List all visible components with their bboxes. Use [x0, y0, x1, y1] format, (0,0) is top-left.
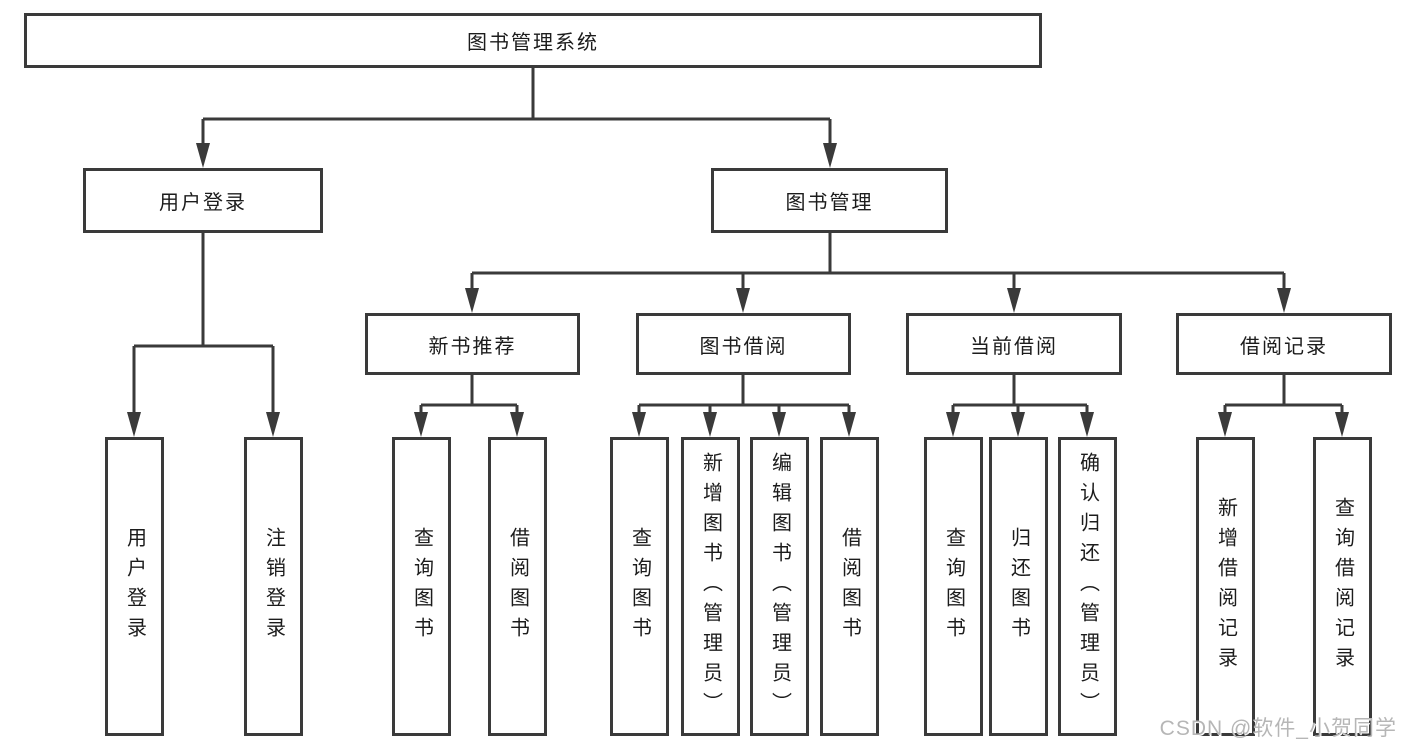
leaf-edit-book-admin: 编辑图书（管理员） — [750, 437, 809, 736]
leaf-confirm-return-admin: 确认归还（管理员） — [1058, 437, 1117, 736]
connector-lines — [134, 68, 1342, 407]
leaf-user-login: 用户登录 — [105, 437, 164, 736]
arrowhead-icon — [736, 288, 750, 313]
arrowhead-icon — [127, 412, 141, 437]
node-book-management: 图书管理 — [711, 168, 948, 233]
arrowhead-icon — [772, 412, 786, 437]
leaf-query-books-3: 查询图书 — [924, 437, 983, 736]
leaf-add-book-admin: 新增图书（管理员） — [681, 437, 740, 736]
leaf-logout: 注销登录 — [244, 437, 303, 736]
arrowhead-icon — [1335, 412, 1349, 437]
connector-arrows — [127, 119, 1349, 437]
node-borrow-records: 借阅记录 — [1176, 313, 1392, 375]
arrowhead-icon — [510, 412, 524, 437]
arrowhead-icon — [465, 288, 479, 313]
arrowhead-icon — [266, 412, 280, 437]
arrowhead-icon — [1007, 288, 1021, 313]
node-new-book-recommend: 新书推荐 — [365, 313, 580, 375]
leaf-borrow-books-1: 借阅图书 — [488, 437, 547, 736]
node-library-management-system: 图书管理系统 — [24, 13, 1042, 68]
leaf-borrow-books-2: 借阅图书 — [820, 437, 879, 736]
node-user-login: 用户登录 — [83, 168, 323, 233]
arrowhead-icon — [703, 412, 717, 437]
arrowhead-icon — [823, 143, 837, 168]
arrowhead-icon — [196, 143, 210, 168]
leaf-query-borrow-record: 查询借阅记录 — [1313, 437, 1372, 736]
arrowhead-icon — [946, 412, 960, 437]
csdn-watermark: CSDN @软件_小贺同学 — [1159, 717, 1397, 740]
arrowhead-icon — [842, 412, 856, 437]
node-book-borrow: 图书借阅 — [636, 313, 851, 375]
leaf-return-book: 归还图书 — [989, 437, 1048, 736]
arrowhead-icon — [1011, 412, 1025, 437]
arrowhead-icon — [1277, 288, 1291, 313]
node-current-borrow: 当前借阅 — [906, 313, 1122, 375]
arrowhead-icon — [1218, 412, 1232, 437]
arrowhead-icon — [632, 412, 646, 437]
leaf-add-borrow-record: 新增借阅记录 — [1196, 437, 1255, 736]
leaf-query-books-1: 查询图书 — [392, 437, 451, 736]
arrowhead-icon — [1080, 412, 1094, 437]
arrowhead-icon — [414, 412, 428, 437]
leaf-query-books-2: 查询图书 — [610, 437, 669, 736]
